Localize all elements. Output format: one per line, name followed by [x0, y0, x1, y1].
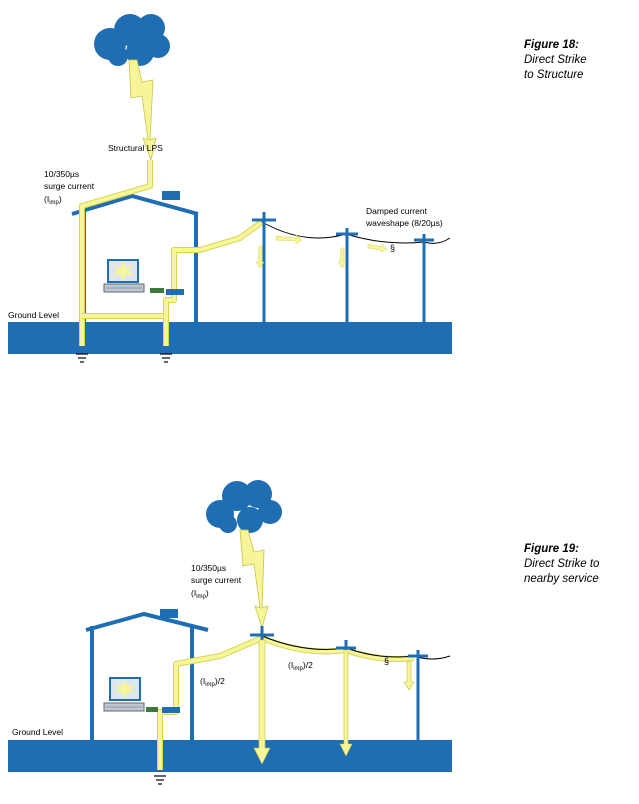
- surge-label-line3: (Iimp): [191, 588, 209, 600]
- current-arrows: [253, 639, 415, 765]
- utility-pole: [252, 212, 276, 322]
- ground-symbol-icon: [154, 775, 166, 785]
- computer-icon: [103, 677, 145, 712]
- surge-label-line3: (Iimp): [44, 194, 62, 206]
- current-arrows: [255, 234, 388, 269]
- computer-icon: [103, 259, 145, 293]
- surge-protector-icon: [146, 707, 180, 713]
- half-current-label-right: (Iimp)/2: [288, 660, 313, 672]
- overhead-wire: [261, 635, 451, 660]
- surge-label-line1: 10/350µs: [44, 169, 79, 179]
- utility-pole: [414, 234, 434, 322]
- surge-protector-icon: [150, 288, 184, 295]
- lightning-bolt-icon: [128, 59, 157, 162]
- utility-pole: [336, 228, 358, 322]
- wave-break-icon: §: [384, 656, 389, 666]
- cloud-icon: [206, 480, 282, 533]
- ground-symbol-icon: [76, 353, 88, 363]
- cloud-icon: [94, 14, 170, 66]
- figure-19-caption-line2: nearby service: [524, 573, 599, 585]
- damped-label-line1: Damped current: [366, 206, 428, 216]
- ground-band: [8, 740, 452, 772]
- overhead-wire: [261, 221, 451, 244]
- chimney: [160, 609, 178, 618]
- ground-symbol-icon: [160, 353, 172, 363]
- wave-break-icon: §: [390, 243, 395, 253]
- surge-label-line1: 10/350µs: [191, 563, 226, 573]
- figure-18-caption-line1: Direct Strike: [524, 54, 587, 66]
- ground-level-label: Ground Level: [8, 310, 59, 320]
- figure-19-number: Figure 19:: [524, 543, 579, 555]
- figure-18-caption: Figure 18: Direct Strike to Structure: [524, 38, 587, 83]
- lps-label: Structural LPS: [108, 143, 163, 153]
- utility-pole: [408, 650, 428, 740]
- damped-label-line2: waveshape (8/20µs): [365, 218, 443, 228]
- figure-19-caption: Figure 19: Direct Strike to nearby servi…: [524, 542, 599, 587]
- house-outline: [85, 611, 209, 740]
- figure-19-caption-line1: Direct Strike to: [524, 558, 600, 570]
- lightning-bolt-icon: [239, 529, 269, 630]
- ground-level-label: Ground Level: [12, 727, 63, 737]
- lps-conductor: [79, 160, 264, 346]
- surge-label-line2: surge current: [44, 181, 95, 191]
- figure-18-caption-line2: to Structure: [524, 69, 584, 81]
- figure-18-number: Figure 18:: [524, 39, 579, 51]
- half-current-label-left: (Iimp)/2: [200, 676, 225, 688]
- surge-label-line2: surge current: [191, 575, 242, 585]
- chimney: [162, 191, 180, 200]
